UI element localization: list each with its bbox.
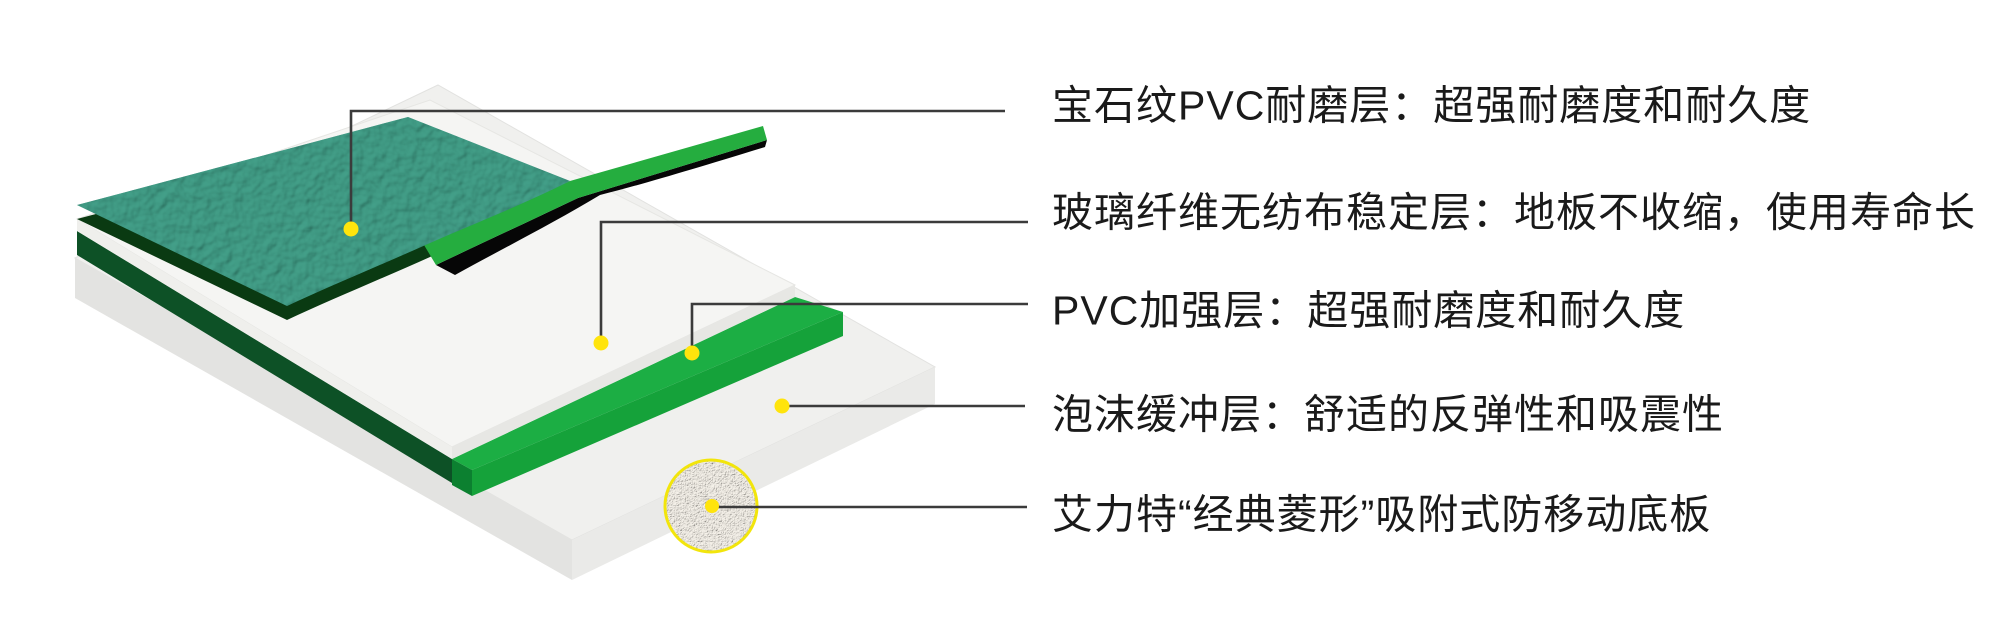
callout-dot-1	[343, 221, 359, 237]
callout-line-2	[599, 220, 1028, 343]
layer-label-wear: 宝石纹PVC耐磨层：超强耐磨度和耐久度	[1052, 82, 1812, 129]
layer-label-base: 艾力特“经典菱形”吸附式防移动底板	[1052, 491, 1712, 538]
callout-dot-4	[774, 398, 790, 414]
wear-layer-texture-overlay	[77, 117, 570, 306]
peel-flap-underside	[436, 140, 767, 275]
callout-lines	[349, 109, 1028, 509]
layer-label-fiberglass: 玻璃纤维无纺布稳定层：地板不收缩，使用寿命长	[1052, 189, 1976, 236]
fiberglass-layer-front-right-face	[452, 285, 795, 459]
layer-label-foam: 泡沫缓冲层：舒适的反弹性和吸震性	[1052, 391, 1724, 438]
pvc-layer-top-band	[452, 297, 843, 470]
pvc-layer-end-face	[452, 459, 472, 496]
callout-dots	[343, 221, 790, 513]
callout-dot-5	[705, 499, 719, 513]
foam-layer-front-right-face	[572, 367, 935, 580]
callout-line-1	[349, 109, 1005, 229]
callout-dot-2	[593, 335, 609, 351]
foam-layer-front-left-face	[75, 258, 572, 580]
pvc-layer-shadow-side	[77, 231, 452, 483]
peel-flap-green-edge	[424, 126, 767, 265]
callout-line-3	[690, 302, 1028, 353]
layer-label-pvc: PVC加强层：超强耐磨度和耐久度	[1052, 287, 1686, 334]
pvc-layer-front-face	[472, 312, 843, 496]
callout-dot-3	[684, 345, 700, 361]
fiberglass-layer-front-left-face	[77, 219, 452, 459]
